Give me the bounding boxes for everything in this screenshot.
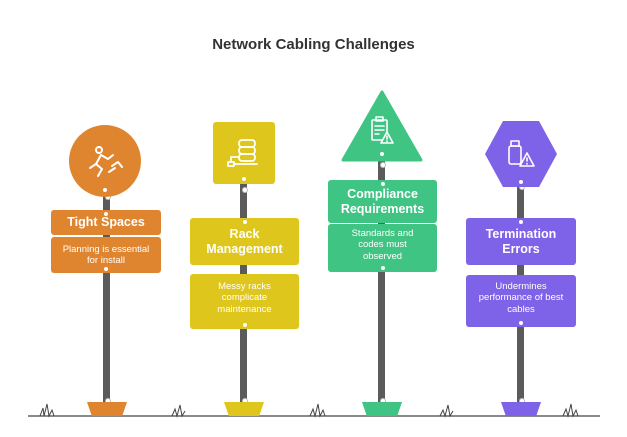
panel-compliance-requirements-desc: Standards and codes must observed	[328, 224, 437, 272]
panel-termination-errors-desc: Undermines performance of best cables	[466, 275, 576, 327]
panel-rack-management-desc: Messy racks complicate maintenance	[190, 274, 299, 329]
sign-square	[213, 122, 275, 184]
panel-tight-spaces-desc: Planning is essential for install	[51, 237, 161, 273]
usb-warning-icon	[508, 140, 535, 167]
compliance-document-icon	[371, 116, 394, 144]
sign-hexagon	[485, 121, 557, 187]
pole-base-rack-management	[224, 402, 264, 416]
pole-bolt	[241, 187, 248, 193]
pole-base-compliance-requirements	[362, 402, 402, 416]
diagram-title: Network Cabling Challenges	[212, 36, 415, 53]
sign-pole-compliance-requirements	[378, 158, 386, 408]
pole-base-tight-spaces	[87, 402, 127, 416]
panel-termination-errors-title: Termination Errors	[466, 218, 576, 265]
sign-circle	[69, 125, 141, 197]
pole-bolt	[379, 162, 386, 168]
person-crawling-icon	[89, 146, 123, 177]
panel-tight-spaces-title: Tight Spaces	[51, 210, 161, 235]
server-rack-icon	[227, 139, 258, 167]
sign-triangle	[341, 90, 423, 162]
pole-base-termination-errors	[501, 402, 541, 416]
panel-rack-management-title: Rack Management	[190, 218, 299, 265]
panel-compliance-requirements-title: Compliance Requirements	[328, 180, 437, 223]
